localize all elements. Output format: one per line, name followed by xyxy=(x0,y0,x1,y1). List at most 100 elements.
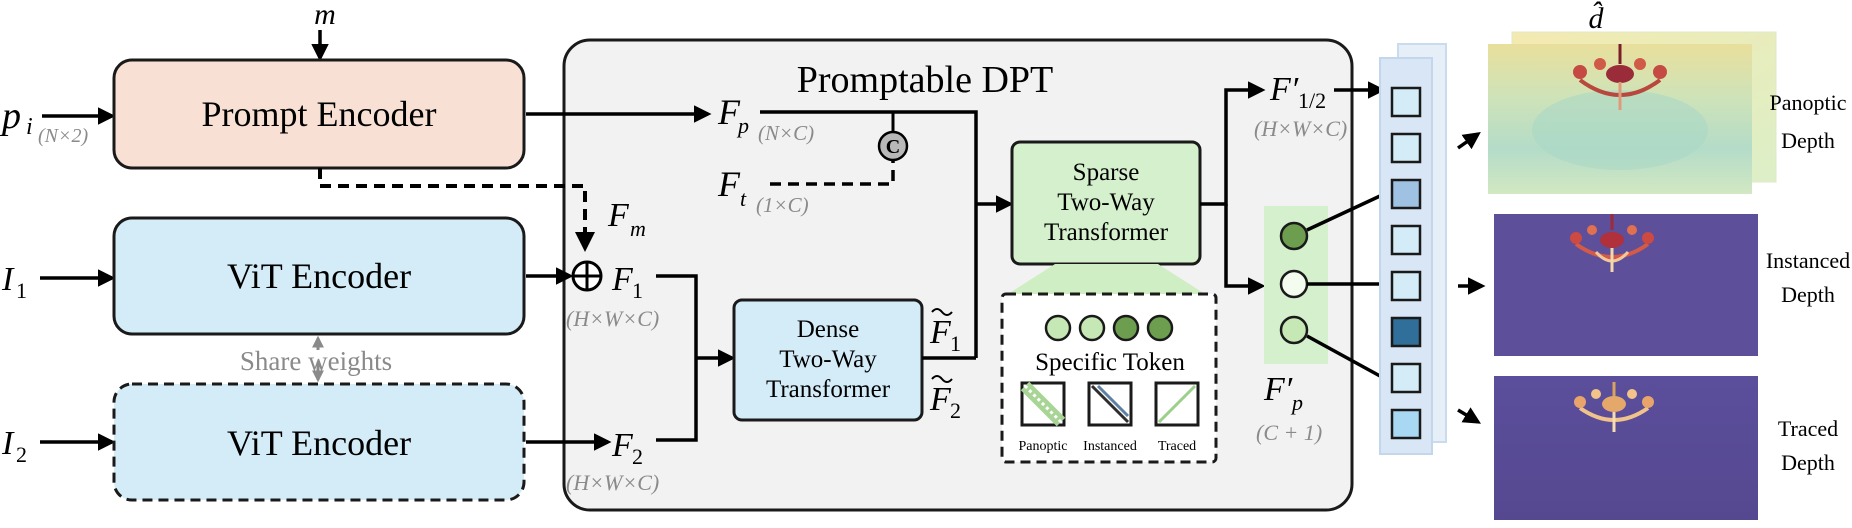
promptable-dpt-title: Promptable DPT xyxy=(797,59,1053,101)
fp-label: F p (N×C) xyxy=(717,92,814,145)
traced-token-icon xyxy=(1154,381,1200,427)
feature-cell-2 xyxy=(1390,132,1422,164)
dense-transformer-line1: Dense xyxy=(797,316,859,343)
dense-transformer-line3: Transformer xyxy=(766,376,891,403)
f2-dim-label: (H×W×C) xyxy=(566,470,659,495)
svg-text:1: 1 xyxy=(632,278,643,303)
instanced-depth-image xyxy=(1494,214,1758,356)
svg-text:F′: F′ xyxy=(1269,71,1299,108)
f2-tilde-label: F 2 xyxy=(929,375,961,423)
ft-label: F t (1×C) xyxy=(717,164,809,217)
traced-depth-label-2: Depth xyxy=(1781,450,1835,475)
feature-cell-5 xyxy=(1390,270,1422,302)
specific-token-label: Specific Token xyxy=(1035,349,1185,376)
feature-cell-4 xyxy=(1390,224,1422,256)
svg-text:t: t xyxy=(740,186,747,211)
chandelier-traced xyxy=(1574,382,1654,432)
ft-dashed-line xyxy=(770,154,895,186)
chandelier-panoptic xyxy=(1573,44,1667,110)
fp-line xyxy=(760,110,978,204)
mask-input-label: m xyxy=(314,0,336,31)
f1-tilde-label: F 1 xyxy=(929,308,961,356)
svg-text:I: I xyxy=(1,261,15,298)
feature-cell-1 xyxy=(1390,86,1422,118)
svg-text:p: p xyxy=(736,113,749,138)
svg-text:(N×C): (N×C) xyxy=(758,121,814,145)
f-half-prime-label: F′ 1/2 xyxy=(1269,71,1326,113)
plus-node xyxy=(571,260,603,292)
d-hat-label: d̂ xyxy=(1589,1,1605,35)
dense-transformer-box xyxy=(732,298,924,422)
svg-text:F: F xyxy=(611,427,634,464)
svg-text:F′: F′ xyxy=(1263,371,1293,408)
token-circle-3 xyxy=(1112,314,1140,342)
token-traced-label: Traced xyxy=(1158,439,1196,454)
f2-label: F 2 xyxy=(611,427,643,469)
feature-column-front xyxy=(1379,57,1433,455)
specific-token-box xyxy=(1000,292,1218,464)
svg-text:2: 2 xyxy=(950,398,961,423)
feature-cell-6 xyxy=(1390,316,1422,348)
svg-text:1: 1 xyxy=(950,331,961,356)
svg-text:C: C xyxy=(886,136,900,158)
point-prompt-input: p i (N×2) xyxy=(0,95,88,147)
vit-encoder-1-box xyxy=(112,216,526,336)
prompt-encoder-label: Prompt Encoder xyxy=(202,94,437,134)
to-panoptic-arrow xyxy=(1456,131,1481,150)
vit-encoder-1-label: ViT Encoder xyxy=(227,256,411,296)
svg-text:2: 2 xyxy=(16,442,27,467)
svg-text:F: F xyxy=(611,261,634,298)
instanced-depth-label-1: Instanced xyxy=(1766,248,1850,273)
vit-encoder-2-label: ViT Encoder xyxy=(227,423,411,463)
svg-text:(N×2): (N×2) xyxy=(38,125,88,147)
image2-input: I 2 xyxy=(1,425,27,467)
token-circle-2 xyxy=(1078,314,1106,342)
token-circle-4 xyxy=(1146,314,1174,342)
fm-label: F m xyxy=(607,197,646,241)
svg-text:F: F xyxy=(929,314,952,351)
panoptic-depth-label-2: Depth xyxy=(1781,128,1835,153)
feature-cell-7 xyxy=(1390,362,1422,394)
svg-text:2: 2 xyxy=(632,444,643,469)
svg-text:F: F xyxy=(607,197,630,234)
concat-node: C xyxy=(877,130,909,162)
fp-prime-dim-label: (C + 1) xyxy=(1256,420,1322,445)
fp-prime-label: F′ p xyxy=(1263,371,1303,415)
sparse-to-fpp-line xyxy=(1224,204,1266,295)
svg-text:1: 1 xyxy=(16,278,27,303)
specific-token-highlight xyxy=(1008,264,1205,294)
dense-transformer-line2: Two-Way xyxy=(779,346,877,373)
feature-cell-3 xyxy=(1390,178,1422,210)
sparse-to-fhalf-line xyxy=(1200,81,1266,206)
traced-depth-image xyxy=(1494,376,1758,520)
sparse-transformer-line3: Transformer xyxy=(1044,219,1169,246)
svg-text:(1×C): (1×C) xyxy=(756,193,809,217)
share-weights-label: Share weights xyxy=(240,346,392,376)
token1-line xyxy=(1306,194,1381,232)
svg-text:F: F xyxy=(717,164,741,204)
svg-text:F: F xyxy=(929,381,952,418)
f-half-dim-label: (H×W×C) xyxy=(1254,116,1347,141)
instanced-depth-label-2: Depth xyxy=(1781,282,1835,307)
sparse-transformer-line1: Sparse xyxy=(1073,159,1140,186)
chandelier-instanced xyxy=(1570,214,1654,272)
panoptic-depth-image xyxy=(1488,31,1777,194)
svg-text:1/2: 1/2 xyxy=(1298,88,1326,113)
fp-prime-token-3 xyxy=(1279,315,1309,345)
image1-input: I 1 xyxy=(1,261,27,303)
prompt-to-fm-dashed-arrow xyxy=(318,168,595,252)
svg-text:p: p xyxy=(1290,390,1303,415)
svg-text:i: i xyxy=(26,114,33,140)
specific-token-circles xyxy=(1044,314,1174,342)
fp-prime-token-1 xyxy=(1279,221,1309,251)
instanced-token-icon xyxy=(1087,381,1133,427)
f1-label: F 1 xyxy=(611,261,643,303)
token-instanced-label: Instanced xyxy=(1083,439,1137,454)
traced-depth-label-1: Traced xyxy=(1778,416,1838,441)
feature-cell-8 xyxy=(1390,408,1422,440)
svg-text:m: m xyxy=(630,216,646,241)
panoptic-depth-label-1: Panoptic xyxy=(1770,90,1847,115)
token3-line xyxy=(1306,334,1381,378)
token-panoptic-label: Panoptic xyxy=(1019,439,1068,454)
